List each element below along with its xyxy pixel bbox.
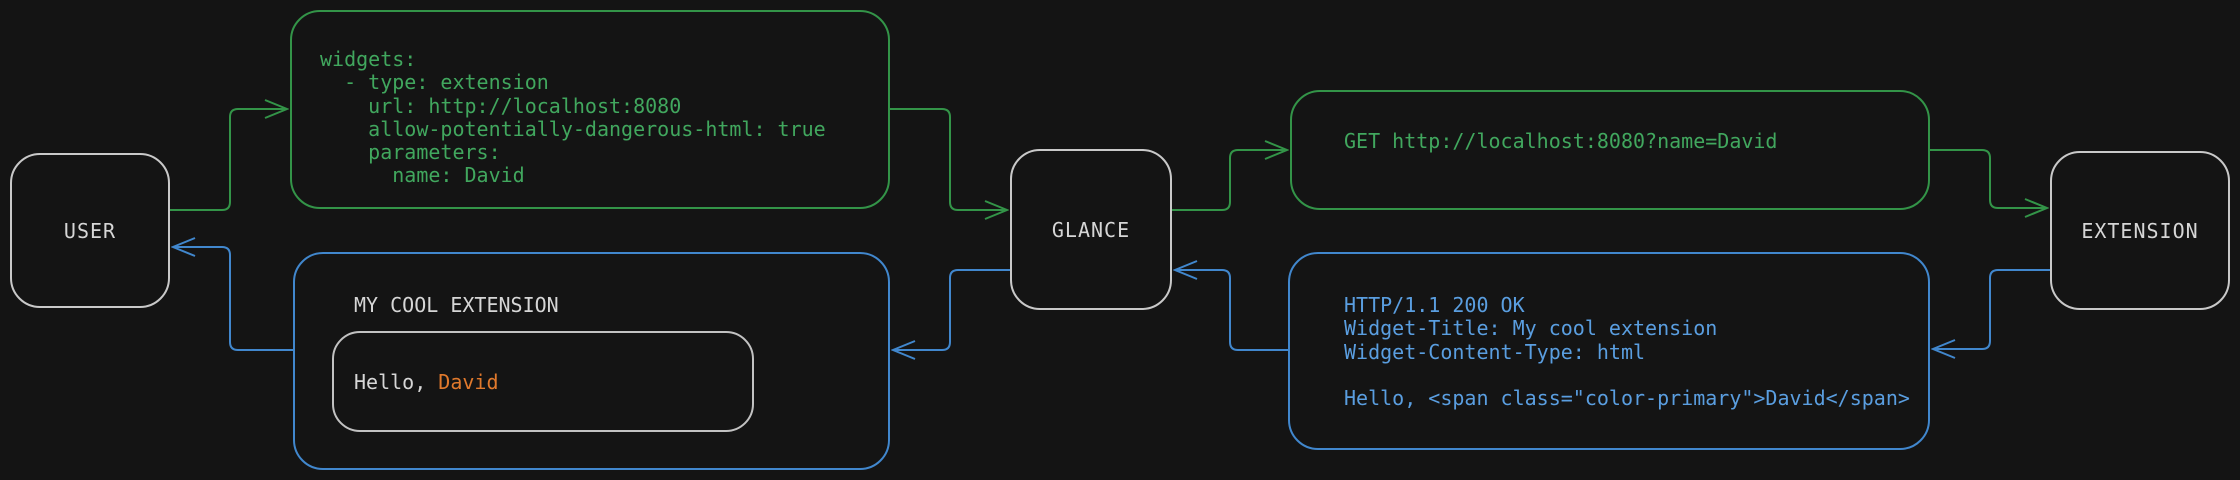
http-request-box: GET http://localhost:8080?name=David xyxy=(1290,90,1930,210)
glance-node: GLANCE xyxy=(1010,149,1172,310)
glance-node-label: GLANCE xyxy=(1051,217,1131,242)
arrow-config-to-glance xyxy=(890,108,1007,210)
user-node: USER xyxy=(10,153,170,308)
arrow-extension-to-response xyxy=(1933,269,2050,349)
http-response-text: HTTP/1.1 200 OK Widget-Title: My cool ex… xyxy=(1344,293,1910,411)
greeting-prefix: Hello, xyxy=(354,369,439,394)
hello-card: Hello, David xyxy=(332,331,754,432)
http-request-text: GET http://localhost:8080?name=David xyxy=(1344,129,1778,153)
greeting-name: David xyxy=(438,369,499,394)
user-node-label: USER xyxy=(63,218,117,243)
arrow-glance-to-widget xyxy=(893,269,1010,350)
arrow-glance-to-request xyxy=(1172,150,1287,211)
arrow-user-to-config xyxy=(170,109,287,211)
extension-node-label: EXTENSION xyxy=(2081,218,2199,243)
greeting-text: Hello, David xyxy=(334,370,499,394)
arrow-widget-to-user xyxy=(173,247,293,351)
arrow-request-to-extension xyxy=(1930,149,2047,208)
extension-node: EXTENSION xyxy=(2050,151,2230,310)
rendered-widget-box: MY COOL EXTENSION Hello, David xyxy=(293,252,890,470)
arrow-response-to-glance xyxy=(1175,270,1288,351)
widget-config-box: widgets: - type: extension url: http://l… xyxy=(290,10,890,209)
widget-config-yaml: widgets: - type: extension url: http://l… xyxy=(320,47,826,188)
rendered-widget-title: MY COOL EXTENSION xyxy=(354,293,559,317)
http-response-box: HTTP/1.1 200 OK Widget-Title: My cool ex… xyxy=(1288,252,1930,450)
